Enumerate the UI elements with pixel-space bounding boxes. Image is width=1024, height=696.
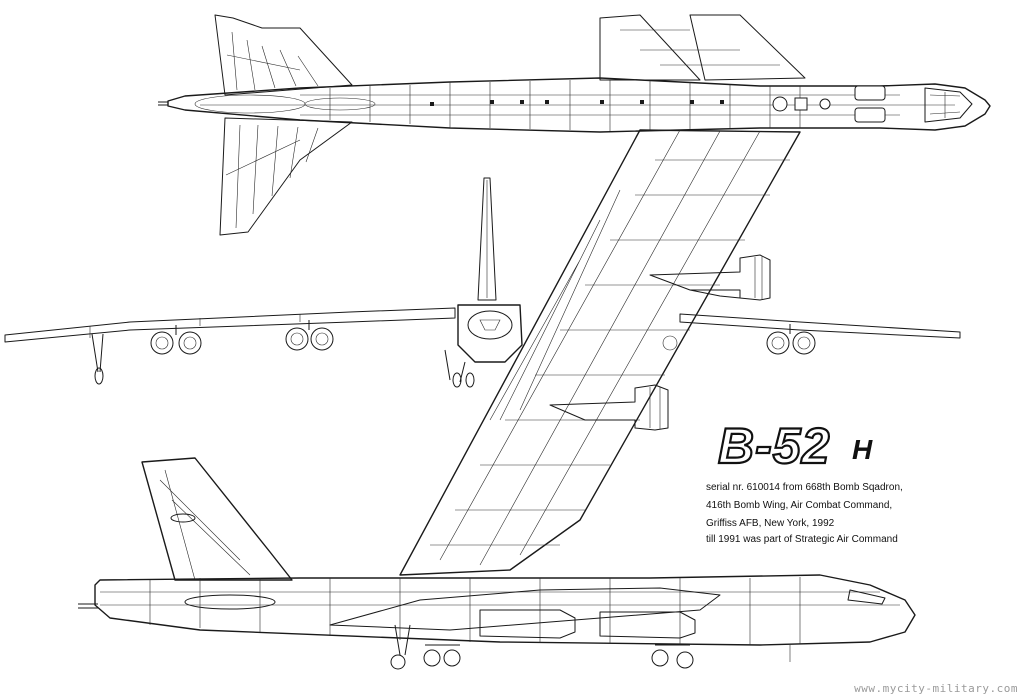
caption-line-2: 416th Bomb Wing, Air Combat Command, [706, 500, 893, 511]
side-view [78, 457, 916, 670]
caption-line-3: Griffiss AFB, New York, 1992 [706, 518, 835, 529]
caption-line-4: till 1991 was part of Strategic Air Comm… [706, 534, 898, 545]
watermark: www.mycity-military.com [854, 682, 1018, 695]
aircraft-title: B-52 [717, 417, 831, 475]
front-view [4, 177, 961, 388]
top-view [158, 14, 991, 576]
aircraft-variant: H [852, 434, 873, 465]
caption-line-1: serial nr. 610014 from 668th Bomb Sqadro… [706, 482, 903, 493]
